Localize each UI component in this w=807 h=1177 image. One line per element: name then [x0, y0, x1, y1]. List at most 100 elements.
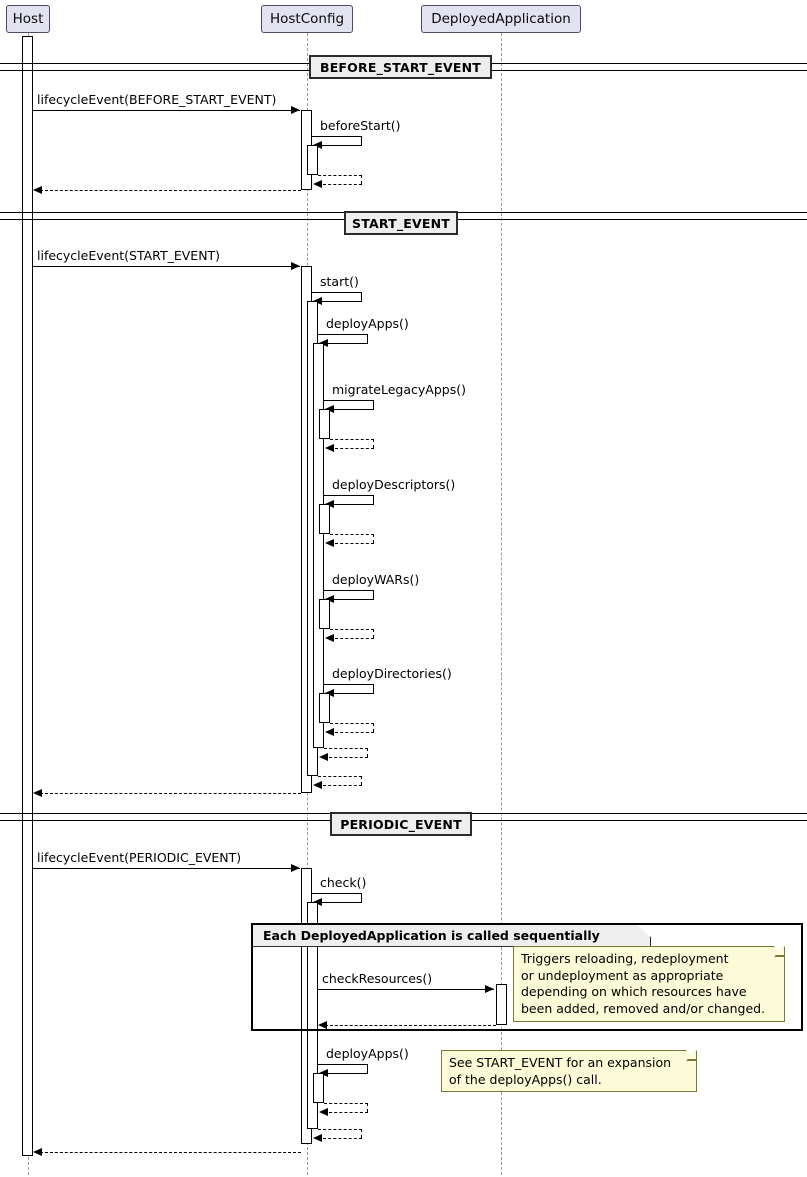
return-arrow-deploy-directories-top	[330, 723, 374, 724]
message-arrow-check-bottom	[317, 902, 362, 903]
activation-hostconfig-deploy-descriptors	[319, 504, 330, 534]
message-arrow-before-start-top	[312, 136, 362, 137]
arrowhead-start	[313, 296, 322, 305]
message-arrow-deploy-directories-top	[324, 684, 374, 685]
return-arrow-deploy-wars-bottom	[335, 638, 374, 639]
arrowhead-check	[313, 897, 322, 906]
arrowhead-lifecycle-start	[291, 261, 300, 270]
arrowhead-return-before-start	[313, 179, 322, 188]
return-arrow-deploy-descriptors-bottom	[335, 543, 374, 544]
message-arrow-check-resources	[318, 989, 494, 990]
arrowhead-return-deploy-directories	[325, 727, 334, 736]
loop-frame-label-text: Each DeployedApplication is called seque…	[263, 928, 600, 943]
arrowhead-deploy-wars	[325, 594, 334, 603]
section-label-periodic-text: PERIODIC_EVENT	[340, 816, 462, 832]
message-arrow-check-top	[312, 893, 362, 894]
message-label-deploy-directories: deployDirectories()	[332, 666, 452, 681]
message-arrow-before-start-side	[361, 136, 362, 145]
participant-host-label: Host	[12, 11, 44, 27]
message-arrow-deploy-wars-bottom	[329, 599, 374, 600]
participant-host[interactable]: Host	[6, 5, 50, 33]
return-arrow-deploy-wars-top	[330, 629, 374, 630]
message-arrow-deploy-apps-side	[367, 334, 368, 343]
message-arrow-check-side	[361, 893, 362, 902]
arrowhead-lifecycle-periodic	[291, 863, 300, 872]
arrowhead-return-lifecycle-before-start	[33, 185, 42, 194]
return-arrow-deploy-apps-periodic-side	[367, 1103, 368, 1112]
return-arrow-start-bottom	[323, 785, 362, 786]
activation-hostconfig-before-start-inner	[307, 145, 318, 175]
return-arrow-deploy-descriptors-side	[373, 534, 374, 543]
message-arrow-migrate-legacy-apps-top	[324, 400, 374, 401]
return-arrow-deploy-directories-side	[373, 723, 374, 732]
section-label-periodic: PERIODIC_EVENT	[330, 812, 472, 836]
note-check-resources-fold-inner	[775, 946, 784, 955]
activation-hostconfig-deploy-wars	[319, 599, 330, 629]
message-arrow-deploy-descriptors-bottom	[329, 504, 374, 505]
arrowhead-return-deploy-apps-periodic	[319, 1107, 328, 1116]
activation-hostconfig-check	[307, 902, 318, 1129]
section-label-before-start: BEFORE_START_EVENT	[309, 55, 492, 79]
return-arrow-deploy-directories-bottom	[335, 732, 374, 733]
return-arrow-check-bottom	[323, 1138, 362, 1139]
lifeline-deployedapplication	[501, 33, 502, 1175]
message-arrow-lifecycle-start	[33, 266, 300, 267]
return-arrow-deploy-apps-side	[367, 748, 368, 757]
arrowhead-before-start	[313, 140, 322, 149]
participant-hostconfig-label: HostConfig	[269, 11, 345, 27]
return-arrow-deploy-wars-side	[373, 629, 374, 638]
message-label-check: check()	[320, 875, 367, 890]
activation-hostconfig-migrate-legacy-apps	[319, 409, 330, 439]
message-arrow-deploy-directories-bottom	[329, 693, 374, 694]
message-arrow-deploy-descriptors-side	[373, 495, 374, 504]
arrowhead-deploy-apps-periodic	[319, 1068, 328, 1077]
activation-host	[22, 36, 33, 1156]
message-label-lifecycle-start: lifecycleEvent(START_EVENT)	[37, 248, 221, 263]
return-arrow-start-side	[361, 776, 362, 785]
participant-deployedapplication[interactable]: DeployedApplication	[421, 5, 581, 33]
message-arrow-deploy-directories-side	[373, 684, 374, 693]
return-arrow-lifecycle-start	[40, 793, 301, 794]
participant-hostconfig[interactable]: HostConfig	[261, 5, 353, 33]
arrowhead-migrate-legacy-apps	[325, 404, 334, 413]
section-label-before-start-text: BEFORE_START_EVENT	[319, 59, 482, 75]
arrowhead-deploy-descriptors	[325, 499, 334, 508]
return-arrow-migrate-legacy-apps-top	[330, 439, 374, 440]
return-arrow-before-start-side	[361, 175, 362, 184]
return-arrow-check-resources	[325, 1025, 496, 1026]
loop-frame-label: Each DeployedApplication is called seque…	[253, 925, 651, 947]
message-arrow-migrate-legacy-apps-side	[373, 400, 374, 409]
return-arrow-lifecycle-periodic	[40, 1152, 301, 1153]
section-label-start-text: START_EVENT	[352, 215, 451, 231]
note-check-resources: Triggers reloading, redeployment or unde…	[513, 946, 785, 1022]
arrowhead-lifecycle-before-start	[291, 105, 300, 114]
message-arrow-before-start-bottom	[317, 145, 362, 146]
message-arrow-deploy-apps-top	[318, 334, 368, 335]
return-arrow-before-start-top	[318, 175, 362, 176]
return-arrow-deploy-descriptors-top	[330, 534, 374, 535]
arrowhead-deploy-directories	[325, 688, 334, 697]
return-arrow-start-top	[318, 776, 362, 777]
return-arrow-lifecycle-before-start	[40, 190, 301, 191]
return-arrow-deploy-apps-bottom	[329, 757, 368, 758]
message-arrow-deploy-wars-side	[373, 590, 374, 599]
message-arrow-deploy-apps-periodic-top	[318, 1064, 368, 1065]
loop-frame-deployed-application	[251, 923, 803, 1031]
message-arrow-lifecycle-before-start	[33, 110, 300, 111]
return-arrow-check-side	[361, 1129, 362, 1138]
activation-hostconfig-deploy-apps-periodic	[313, 1073, 324, 1103]
message-label-deploy-wars: deployWARs()	[332, 572, 420, 587]
arrowhead-return-check	[313, 1133, 322, 1142]
message-arrow-migrate-legacy-apps-bottom	[329, 409, 374, 410]
arrowhead-return-lifecycle-start	[33, 788, 42, 797]
return-arrow-check-top	[318, 1129, 362, 1130]
message-label-lifecycle-before-start: lifecycleEvent(BEFORE_START_EVENT)	[37, 92, 277, 107]
return-arrow-deploy-apps-periodic-bottom	[329, 1112, 368, 1113]
activation-hostconfig-deploy-apps	[313, 343, 324, 748]
message-arrow-start-top	[312, 292, 362, 293]
message-arrow-start-bottom	[317, 301, 362, 302]
arrowhead-check-resources	[485, 984, 494, 993]
return-arrow-before-start-bottom	[323, 184, 362, 185]
message-arrow-deploy-apps-bottom	[323, 343, 368, 344]
message-arrow-deploy-descriptors-top	[324, 495, 374, 496]
